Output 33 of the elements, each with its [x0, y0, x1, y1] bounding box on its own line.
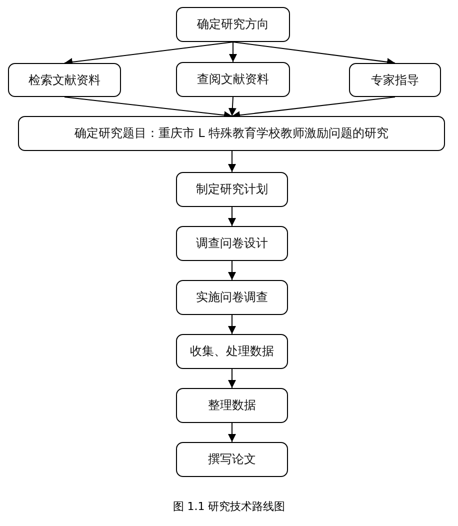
process-box	[176, 388, 288, 423]
arrow	[228, 206, 236, 226]
box-label: 实施问卷调查	[196, 289, 268, 306]
arrow	[229, 42, 237, 62]
arrow	[228, 96, 236, 116]
arrow	[228, 314, 236, 334]
process-box	[349, 63, 441, 97]
box-label: 确定研究题目：重庆市 L 特殊教育学校教师激励问题的研究	[74, 125, 389, 142]
box-label: 制定研究计划	[196, 181, 268, 198]
box-label: 专家指导	[371, 72, 419, 88]
box-label: 调查问卷设计	[196, 235, 268, 252]
box-label: 检索文献资料	[28, 72, 100, 88]
process-box	[176, 226, 288, 261]
box-label: 撰写论文	[208, 451, 256, 468]
box-label: 确定研究方向	[197, 16, 269, 33]
process-box	[176, 280, 288, 315]
process-box	[18, 116, 445, 151]
process-box	[176, 172, 288, 207]
box-label: 收集、处理数据	[190, 343, 274, 360]
process-box	[176, 442, 288, 477]
arrow	[232, 42, 396, 66]
process-box	[176, 334, 288, 369]
arrow	[64, 42, 234, 66]
box-label: 整理数据	[208, 397, 256, 414]
process-box	[8, 63, 121, 97]
arrow	[228, 422, 236, 442]
process-box	[176, 62, 290, 97]
arrow	[228, 260, 236, 280]
arrow	[228, 150, 236, 172]
figure-caption: 图 1.1 研究技术路线图	[172, 499, 286, 514]
process-box	[176, 7, 290, 42]
arrow	[228, 368, 236, 388]
box-label: 查阅文献资料	[197, 71, 269, 88]
